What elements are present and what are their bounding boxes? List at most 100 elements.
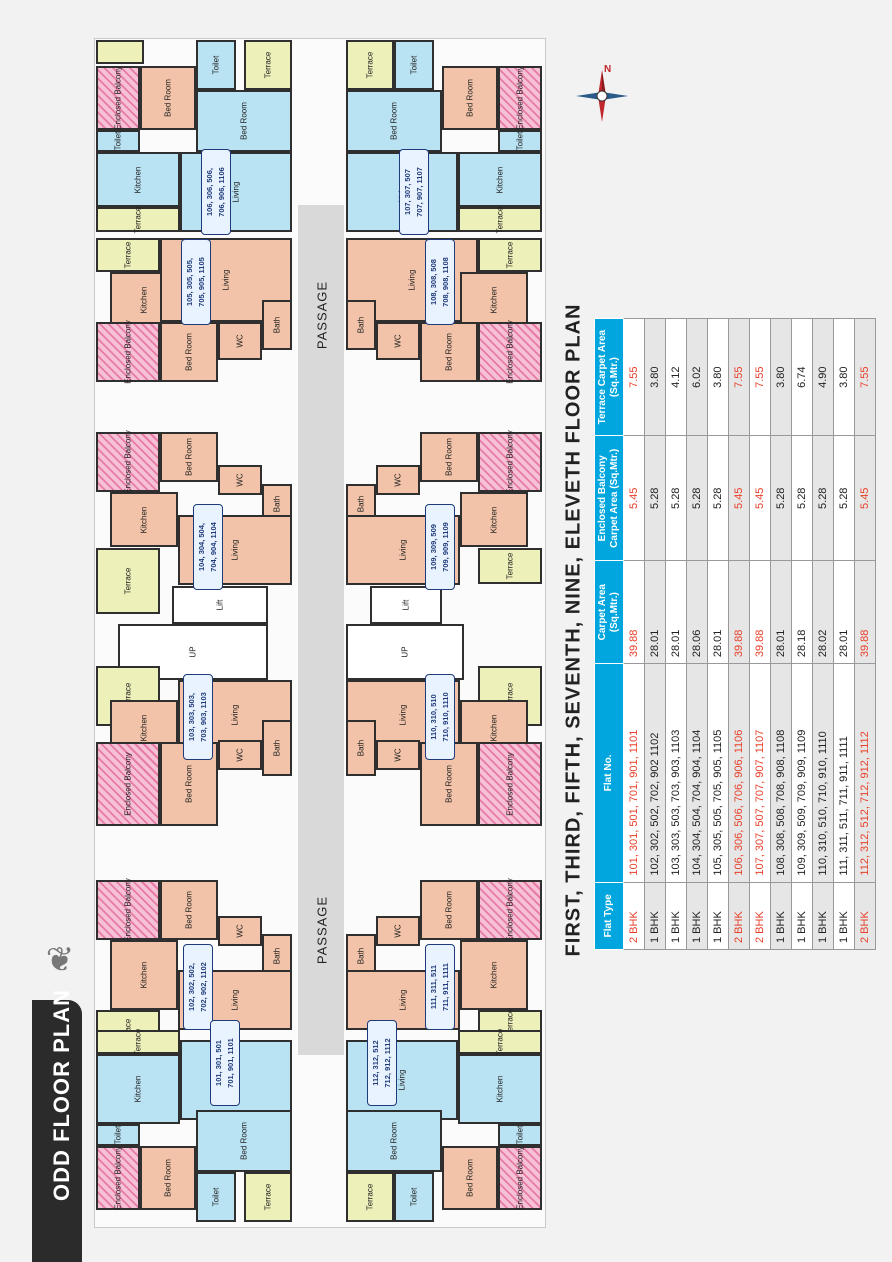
header-flat-type: Flat Type (594, 882, 624, 950)
room: Toilet (394, 1172, 434, 1222)
room: Enclosed Balcony (96, 742, 160, 826)
room-label: Living (230, 704, 240, 726)
flat-number-line: 711, 911, 1111 (441, 963, 450, 1011)
table-cell-balcony: 5.28 (812, 435, 834, 561)
room-label: Kitchen (133, 1075, 143, 1103)
room: Toilet (498, 130, 542, 152)
room: Bath (262, 720, 292, 776)
room: Enclosed Balcony (478, 320, 542, 384)
table-cell-type: 1 BHK (665, 882, 687, 950)
room: Enclosed Balcony (478, 742, 542, 826)
table-cell-terrace: 7.55 (623, 318, 645, 436)
table-cell-terrace: 7.55 (749, 318, 771, 436)
room: Terrace (478, 548, 542, 584)
room-label: Bed Room (184, 438, 194, 476)
table-cell-terrace: 4.90 (812, 318, 834, 436)
area-table-wrapper: Flat Type Flat No. Carpet Area (Sq.Mtr.)… (594, 318, 876, 950)
room: Terrace (478, 238, 542, 272)
flat-number-line: 710, 910, 1110 (441, 692, 450, 742)
room: Toilet (196, 40, 236, 90)
flat-number-line: 107, 307, 507 (403, 169, 412, 215)
ornament-icon: ❦ (45, 941, 75, 979)
room: WC (376, 322, 420, 360)
table-cell-carpet: 39.88 (854, 560, 876, 664)
room: Bath (262, 300, 292, 350)
flat-number-line: 705, 905, 1105 (197, 257, 206, 307)
table-cell-carpet: 28.01 (707, 560, 729, 664)
table-cell-flats: 112, 312, 512, 712, 912, 1112 (854, 663, 876, 883)
room: Kitchen (458, 152, 542, 207)
room: Kitchen (460, 272, 528, 327)
room: Terrace (346, 40, 394, 90)
room-label: Bed Room (389, 102, 399, 140)
table-cell-balcony: 5.45 (854, 435, 876, 561)
room: Bed Room (196, 1110, 292, 1172)
room-label: Toilet (211, 55, 221, 75)
table-cell-flats: 109, 309, 509, 709, 909, 1109 (791, 663, 813, 883)
room-label: UP (400, 646, 410, 658)
table-cell-terrace: 3.80 (644, 318, 666, 436)
room: Bed Room (420, 880, 478, 940)
room-label: Enclosed Balcony (515, 66, 525, 130)
room: Terrace (244, 40, 292, 90)
room-label: Terrace (495, 206, 505, 233)
room-label: Toilet (515, 131, 525, 151)
compass-icon (576, 70, 628, 122)
flat-number-line: 712, 912, 1112 (383, 1038, 392, 1088)
flat-number-line: 111, 311, 511 (429, 964, 438, 1010)
room-label: Kitchen (495, 166, 505, 193)
flat-number-label: 105, 305, 505,705, 905, 1105 (181, 239, 211, 325)
room-label: Bath (356, 495, 366, 513)
room: Living (346, 1040, 458, 1120)
table-cell-terrace: 7.55 (728, 318, 750, 436)
room-label: Terrace (263, 1183, 273, 1211)
table-title: FIRST, THIRD, FIFTH, SEVENTH, NINE, ELEV… (562, 303, 585, 957)
room-label: Enclosed Balcony (113, 66, 123, 130)
flat-number-line: 109, 309, 509 (429, 524, 438, 570)
header-carpet-area: Carpet Area (Sq.Mtr.) (594, 560, 624, 664)
room-label: Kitchen (133, 166, 143, 193)
room-label: Kitchen (489, 286, 499, 313)
table-cell-carpet: 39.88 (749, 560, 771, 664)
table-cell-flats: 103, 303, 503, 703, 903, 1103 (665, 663, 687, 883)
table-cell-type: 1 BHK (686, 882, 708, 950)
room: Bed Room (346, 90, 442, 152)
room: Lift (370, 586, 442, 624)
table-cell-balcony: 5.45 (749, 435, 771, 561)
room-label: Enclosed Balcony (123, 320, 133, 384)
flat-number-line: 105, 305, 505, (185, 258, 194, 306)
table-cell-type: 2 BHK (749, 882, 771, 950)
room-label: Living (398, 989, 408, 1011)
table-cell-carpet: 28.18 (791, 560, 813, 664)
table-cell-flats: 111, 311, 511, 711, 911, 1111 (833, 663, 855, 883)
table-cell-balcony: 5.28 (770, 435, 792, 561)
room: Bed Room (160, 432, 218, 482)
room: Enclosed Balcony (498, 1146, 542, 1210)
room: Enclosed Balcony (96, 1146, 140, 1210)
room-label: Bed Room (163, 79, 173, 117)
room-label: Living (230, 989, 240, 1011)
room-label: Living (398, 539, 408, 561)
room-label: WC (393, 334, 403, 348)
table-cell-type: 2 BHK (854, 882, 876, 950)
room: Enclosed Balcony (96, 66, 140, 130)
room-label: Terrace (495, 1028, 505, 1056)
room: Bed Room (140, 66, 196, 130)
flat-number-line: 110, 310, 510 (429, 694, 438, 740)
room-label: Kitchen (139, 714, 149, 741)
room-label: Bed Room (465, 79, 475, 117)
room: Toilet (96, 1124, 140, 1146)
room: Terrace (244, 1172, 292, 1222)
room-label: Bed Room (389, 1122, 399, 1160)
room-label: Living (407, 269, 417, 291)
room: Terrace (96, 206, 180, 233)
header-balcony-area: Enclosed Balcony Carpet Area (Sq.Mtr.) (594, 435, 624, 561)
table-cell-type: 1 BHK (833, 882, 855, 950)
table-cell-carpet: 39.88 (728, 560, 750, 664)
flat-number-label: 103, 303, 503,703, 903, 1103 (183, 674, 213, 760)
room-label: Toilet (113, 1125, 123, 1145)
